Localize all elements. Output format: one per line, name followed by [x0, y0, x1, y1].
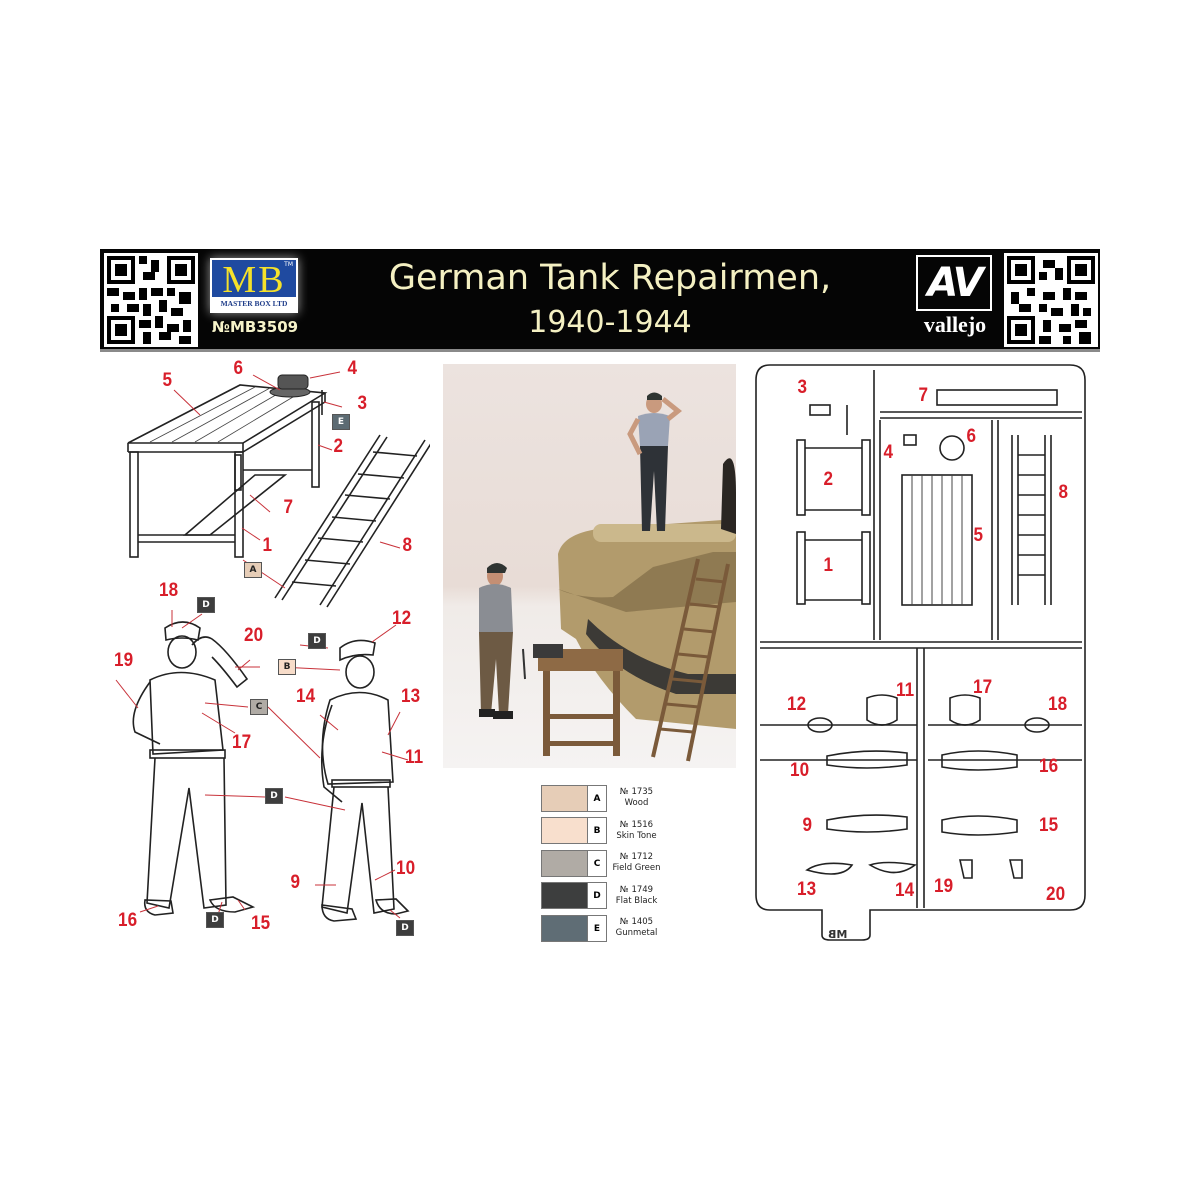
swatch-number-a: № 1735 [619, 787, 654, 798]
sprue-label-3: 3 [797, 377, 808, 398]
label-part-12: 12 [392, 608, 412, 629]
assembled-figures-photo [443, 364, 736, 768]
swatch-color-a [541, 784, 588, 812]
swatch-number-c: № 1712 [619, 852, 654, 863]
swatch-number-b: № 1516 [619, 819, 654, 830]
label-part-13: 13 [401, 686, 421, 707]
label-part-14: 14 [296, 686, 316, 707]
color-tag-d-boot-right: D [396, 920, 414, 936]
color-tag-d-boot-left: D [206, 912, 224, 928]
sprue-label-11: 11 [896, 680, 915, 701]
label-part-11: 11 [405, 747, 424, 768]
sprue-label-9: 9 [802, 815, 813, 836]
label-part-19: 19 [114, 650, 134, 671]
qr-code-left[interactable] [104, 253, 198, 347]
mb-brand-name: MASTER BOX LTD [212, 297, 296, 311]
color-tag-a: A [244, 562, 262, 578]
swatch-letter-d: D [588, 882, 607, 910]
swatch-name-d: Flat Black [615, 895, 658, 906]
sprue-parts-diagram [755, 364, 1086, 941]
swatch-name-e: Gunmetal [615, 928, 658, 939]
sprue-label-4: 4 [883, 442, 894, 463]
kit-number: №MB3509 [211, 318, 299, 336]
swatch-color-b [541, 817, 588, 845]
swatch-name-c: Field Green [612, 863, 661, 874]
label-part-9: 9 [290, 872, 301, 893]
sprue-tab-mark: MB [828, 928, 848, 941]
swatch-name-b: Skin Tone [616, 830, 657, 841]
page-title: German Tank Repairmen, [388, 258, 832, 298]
swatch-letter-a: A [588, 784, 607, 812]
label-part-2: 2 [333, 436, 344, 457]
color-tag-c-shirt: C [250, 699, 268, 715]
vallejo-brand-text: vallejo [923, 312, 987, 337]
workbench-ladder-diagram [127, 371, 430, 608]
sprue-label-8: 8 [1058, 482, 1069, 503]
sprue-label-19: 19 [934, 876, 954, 897]
page-subtitle-years: 1940-1944 [528, 305, 692, 340]
sprue-label-1: 1 [823, 555, 834, 576]
label-part-18: 18 [159, 580, 179, 601]
swatch-color-d [541, 882, 588, 910]
color-tag-e: E [332, 414, 350, 430]
color-tag-d-cap-left: D [197, 597, 215, 613]
sprue-label-18: 18 [1048, 694, 1068, 715]
label-part-10: 10 [396, 858, 416, 879]
mb-logo-trademark: TM [284, 261, 293, 268]
swatch-number-e: № 1405 [619, 917, 654, 928]
label-part-20: 20 [244, 625, 264, 646]
master-box-logo: MB TM MASTER BOX LTD [210, 258, 298, 313]
sprue-label-13: 13 [797, 879, 817, 900]
mb-logo-letters: MB [222, 259, 286, 301]
vallejo-av-logo: AV [916, 255, 992, 311]
qr-code-right[interactable] [1004, 253, 1098, 347]
sprue-label-6: 6 [966, 426, 977, 447]
sprue-label-16: 16 [1039, 756, 1059, 777]
label-part-6: 6 [233, 358, 244, 379]
sprue-label-12: 12 [787, 694, 807, 715]
swatch-letter-e: E [588, 914, 607, 942]
color-tag-b-skin: B [278, 659, 296, 675]
label-part-15: 15 [251, 913, 271, 934]
label-part-8: 8 [402, 535, 413, 556]
sprue-label-14: 14 [895, 880, 915, 901]
label-part-7: 7 [283, 497, 294, 518]
color-tag-d-trousers: D [265, 788, 283, 804]
sprue-label-10: 10 [790, 760, 810, 781]
label-part-16: 16 [118, 910, 138, 931]
sprue-label-17: 17 [973, 677, 993, 698]
figures-diagram [115, 610, 410, 922]
label-part-1: 1 [262, 535, 273, 556]
sprue-label-15: 15 [1039, 815, 1059, 836]
sprue-label-5: 5 [973, 525, 984, 546]
label-part-3: 3 [357, 393, 368, 414]
sprue-label-7: 7 [918, 385, 929, 406]
color-tag-d-cap-right: D [308, 633, 326, 649]
swatch-name-a: Wood [624, 798, 649, 809]
label-part-17: 17 [232, 732, 252, 753]
label-part-5: 5 [162, 370, 173, 391]
swatch-letter-c: C [588, 849, 607, 877]
sprue-label-20: 20 [1046, 884, 1066, 905]
sprue-label-2: 2 [823, 469, 834, 490]
label-part-4: 4 [347, 358, 358, 379]
swatch-color-c [541, 849, 588, 877]
swatch-number-d: № 1749 [619, 884, 654, 895]
swatch-letter-b: B [588, 817, 607, 845]
swatch-color-e [541, 914, 588, 942]
